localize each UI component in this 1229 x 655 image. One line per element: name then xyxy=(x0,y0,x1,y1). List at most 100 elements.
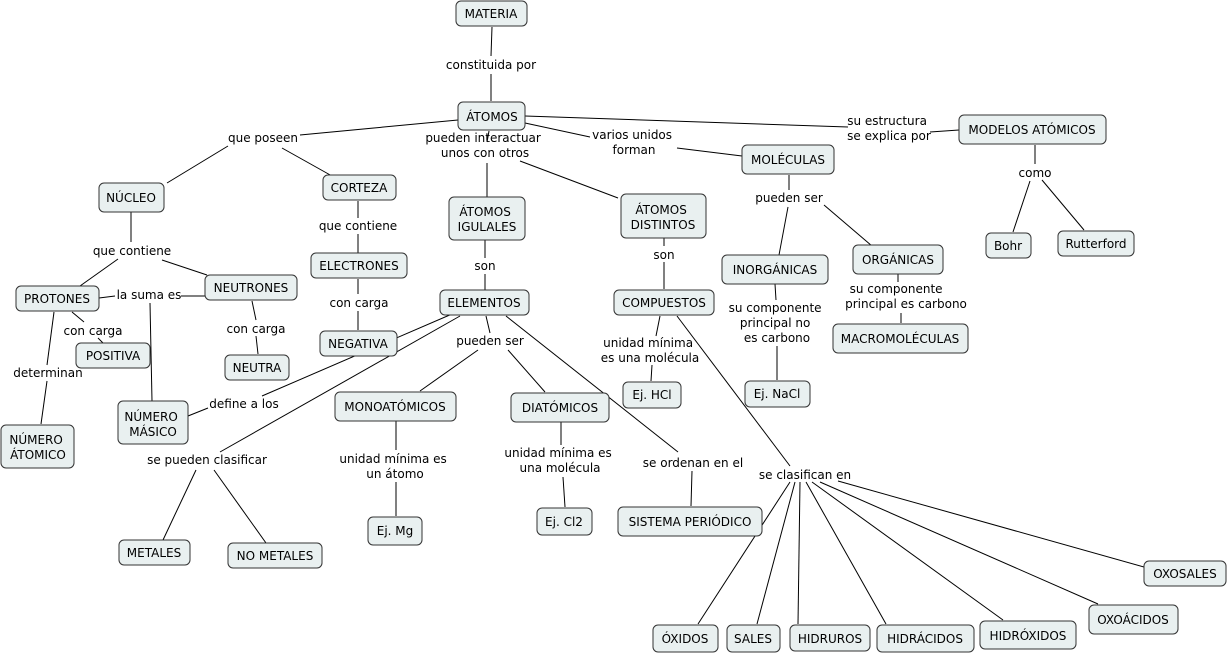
node-atomos-box xyxy=(457,101,526,131)
node-moleculas[interactable]: MOLÉCULAS xyxy=(741,144,835,175)
edge xyxy=(507,349,546,393)
node-numero-atomico[interactable]: NÚMERO ÁTOMICO xyxy=(0,424,75,469)
node-neutrones-label: NEUTRONES xyxy=(214,281,289,295)
node-compuestos-box xyxy=(613,289,715,316)
edge xyxy=(251,300,257,321)
node-ej-cl2-box xyxy=(536,507,593,536)
node-sistema-periodico[interactable]: SISTEMA PERIÓDICO xyxy=(617,506,763,537)
node-oxoacidos-box xyxy=(1088,604,1179,635)
link-pueden-interactuar-line: unos con otros xyxy=(441,146,529,160)
node-atomos-distintos[interactable]: ÁTOMOS DISTINTOS xyxy=(620,193,707,239)
node-bohr[interactable]: Bohr xyxy=(985,232,1032,259)
node-no-metales[interactable]: NO METALES xyxy=(227,542,323,569)
link-su-estructura-line: se explica por xyxy=(847,129,931,143)
link-como: como xyxy=(1019,166,1052,180)
node-modelos-atomicos[interactable]: MODELOS ATÓMICOS xyxy=(958,114,1107,145)
node-diatomicos[interactable]: DIATÓMICOS xyxy=(510,392,610,423)
node-numero-atomico-box xyxy=(0,424,75,469)
node-rutterford[interactable]: Rutterford xyxy=(1057,230,1135,257)
link-la-suma-es: la suma es xyxy=(117,288,182,302)
node-neutrones-box xyxy=(204,274,298,301)
link-su-componente-no-carbono-line: su componente xyxy=(729,301,822,315)
node-modelos-atomicos-box xyxy=(958,114,1107,145)
link-unidad-minima-molecula-comp-line: unidad mínima xyxy=(603,336,693,350)
node-atomos[interactable]: ÁTOMOS xyxy=(457,101,526,131)
node-sistema-periodico-label: SISTEMA PERIÓDICO xyxy=(629,514,752,529)
node-nucleo[interactable]: NÚCLEO xyxy=(98,182,165,213)
node-ej-cl2-label: Ej. Cl2 xyxy=(545,515,583,529)
node-electrones[interactable]: ELECTRONES xyxy=(310,252,408,279)
node-sales[interactable]: SALES xyxy=(726,624,781,653)
node-monoatomicos[interactable]: MONOATÓMICOS xyxy=(334,391,457,422)
node-negativa[interactable]: NEGATIVA xyxy=(319,330,398,357)
node-inorganicas[interactable]: INORGÁNICAS xyxy=(721,254,829,285)
edge xyxy=(524,122,591,138)
link-varios-unidos: varios unidos forman xyxy=(592,128,676,157)
edge xyxy=(40,380,48,425)
node-numero-atomico-label: NÚMERO ÁTOMICO xyxy=(9,432,66,462)
node-corteza[interactable]: CORTEZA xyxy=(322,174,397,201)
link-pueden-ser-elementos: pueden ser xyxy=(456,334,524,348)
link-unidad-minima-molecula-diat-line: una molécula xyxy=(519,461,600,475)
link-su-componente-no-carbono-line: principal no xyxy=(740,316,811,330)
node-oxidos[interactable]: ÓXIDOS xyxy=(652,624,719,653)
node-neutrones[interactable]: NEUTRONES xyxy=(204,274,298,301)
node-diatomicos-box xyxy=(510,392,610,423)
link-varios-unidos-line: varios unidos xyxy=(592,128,672,142)
node-hidruros-box xyxy=(789,624,871,652)
node-compuestos-label: COMPUESTOS xyxy=(622,296,706,310)
node-metales[interactable]: METALES xyxy=(118,539,191,566)
node-organicas-label: ORGÁNICAS xyxy=(862,252,934,267)
node-materia-box xyxy=(455,0,528,27)
edge xyxy=(299,119,459,136)
node-electrones-box xyxy=(310,252,408,279)
node-ej-cl2[interactable]: Ej. Cl2 xyxy=(536,507,593,536)
node-oxoacidos[interactable]: OXOÁCIDOS xyxy=(1088,604,1179,635)
node-protones[interactable]: PROTONES xyxy=(15,285,100,312)
node-elementos[interactable]: ELEMENTOS xyxy=(439,289,530,316)
node-hidroxidos[interactable]: HIDRÓXIDOS xyxy=(979,620,1077,650)
node-electrones-label: ELECTRONES xyxy=(319,259,399,273)
node-oxosales[interactable]: OXOSALES xyxy=(1143,560,1227,587)
node-atomos-iguales-label: ÁTOMOS IGULALES xyxy=(458,204,517,234)
node-rutterford-box xyxy=(1057,230,1135,257)
node-hidruros[interactable]: HIDRUROS xyxy=(789,624,871,652)
edge xyxy=(419,349,479,392)
node-ej-nacl[interactable]: Ej. NaCl xyxy=(744,380,811,408)
node-numero-masico[interactable]: NÚMERO MÁSICO xyxy=(117,400,189,445)
node-moleculas-box xyxy=(741,144,835,175)
node-ej-hcl[interactable]: Ej. HCl xyxy=(622,381,682,409)
edge xyxy=(485,315,491,334)
node-compuestos[interactable]: COMPUESTOS xyxy=(613,289,715,316)
node-no-metales-label: NO METALES xyxy=(237,549,314,563)
node-ej-mg[interactable]: Ej. Mg xyxy=(367,516,423,546)
node-atomos-iguales[interactable]: ÁTOMOS IGULALES xyxy=(448,196,526,241)
node-organicas[interactable]: ORGÁNICAS xyxy=(852,244,944,275)
node-negativa-box xyxy=(319,330,398,357)
node-numero-masico-label: NÚMERO MÁSICO xyxy=(124,409,181,439)
node-materia[interactable]: MATERIA xyxy=(455,0,528,27)
node-monoatomicos-label: MONOATÓMICOS xyxy=(344,399,445,414)
node-protones-label: PROTONES xyxy=(24,292,90,306)
node-metales-box xyxy=(118,539,191,566)
node-bohr-label: Bohr xyxy=(994,239,1022,253)
link-unidad-minima-atomo-line: unidad mínima es xyxy=(339,452,446,466)
edge xyxy=(756,481,796,625)
edge xyxy=(166,145,229,184)
link-su-componente-no-carbono: su componente principal no es carbono xyxy=(729,301,826,345)
node-macromoleculas[interactable]: MACROMOLÉCULAS xyxy=(832,323,969,354)
node-neutra-box xyxy=(224,354,290,381)
node-ej-nacl-box xyxy=(744,380,811,408)
edge xyxy=(655,315,661,337)
link-con-carga-neutrones: con carga xyxy=(226,322,285,336)
link-define-a-los: define a los xyxy=(209,397,278,411)
node-hidroxidos-label: HIDRÓXIDOS xyxy=(990,628,1067,643)
edge xyxy=(823,204,873,247)
link-pueden-interactuar-line: pueden interactuar xyxy=(425,131,541,145)
node-neutra[interactable]: NEUTRA xyxy=(224,354,290,381)
edge xyxy=(811,481,1004,621)
node-hidracidos[interactable]: HIDRÁCIDOS xyxy=(876,624,975,653)
node-atomos-distintos-box xyxy=(620,193,707,239)
node-positiva[interactable]: POSITIVA xyxy=(75,342,151,369)
